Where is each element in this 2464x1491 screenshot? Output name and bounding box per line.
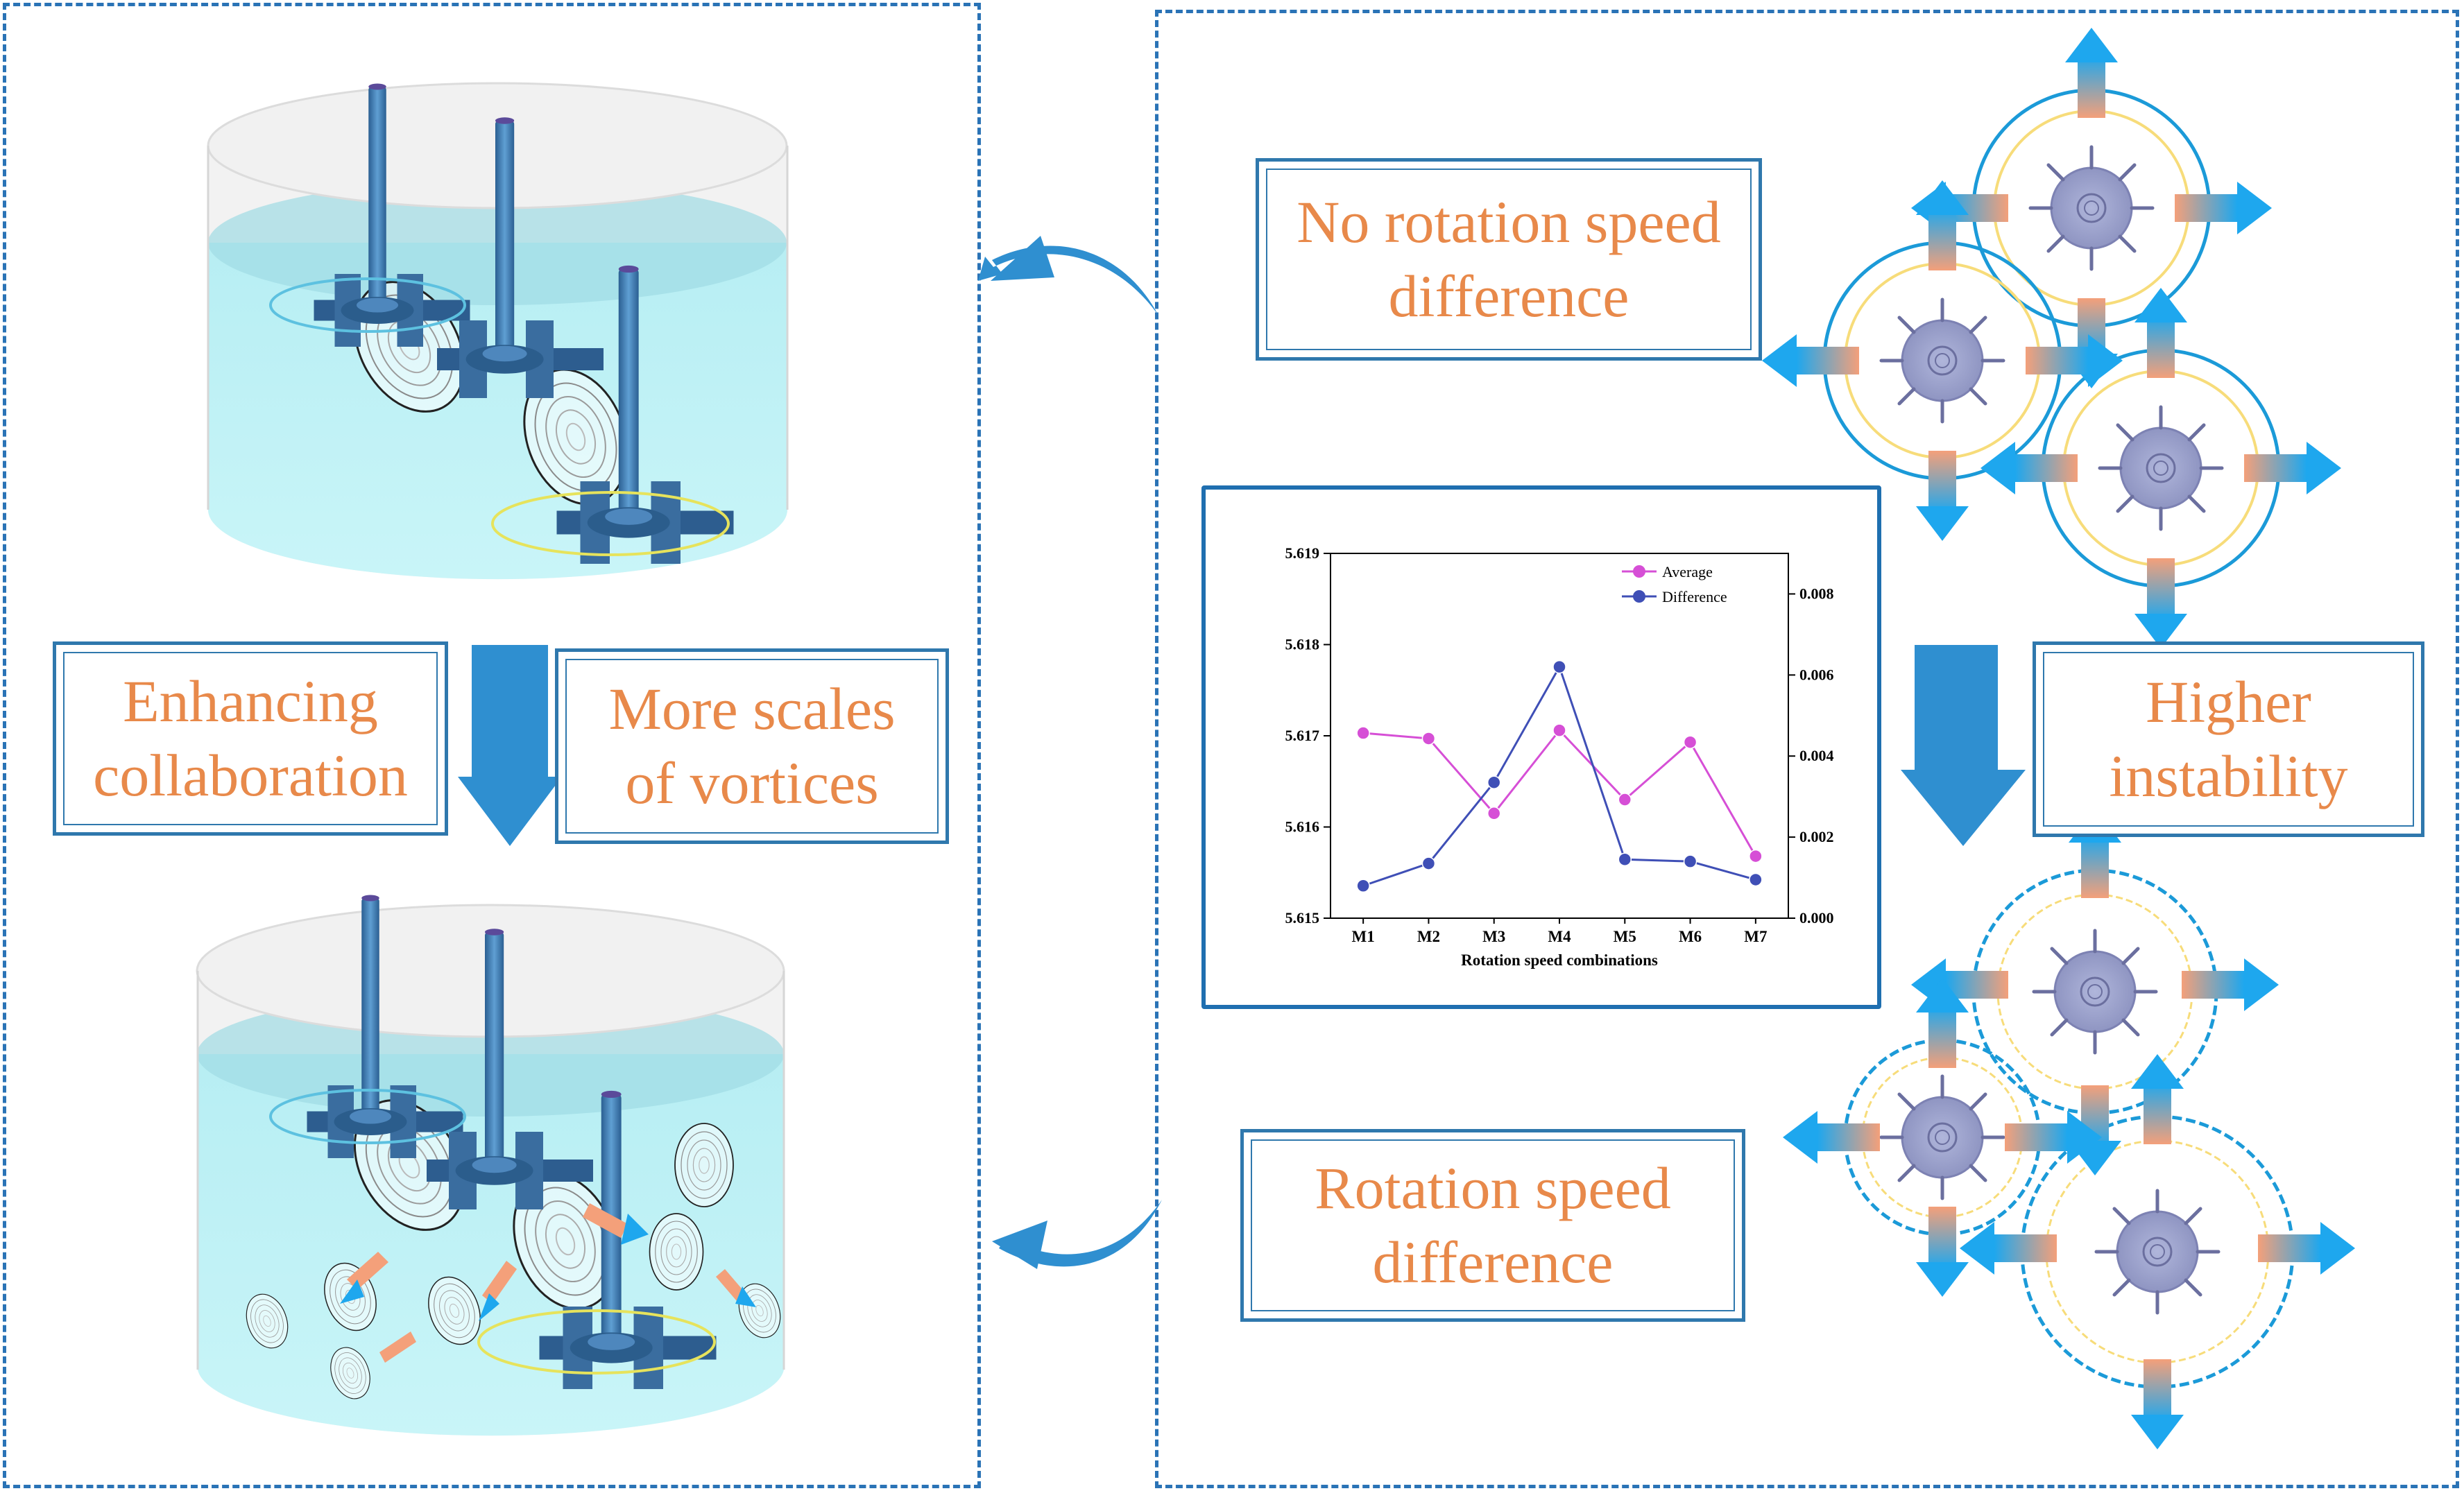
legend-marker (1633, 565, 1645, 578)
enhancing-collaboration-text: Enhancing collaboration (93, 667, 408, 809)
x-axis-title: Rotation speed combinations (1461, 951, 1658, 969)
more-scales-box: More scales of vortices (555, 648, 949, 844)
data-point-average (1618, 793, 1632, 807)
data-point-difference (1749, 872, 1763, 887)
more-scales-text: More scales of vortices (608, 675, 896, 817)
data-point-average (1421, 732, 1436, 746)
right-tick-label: 0.006 (1799, 666, 1834, 683)
left-tick-label: 5.618 (1285, 636, 1320, 653)
series-line-difference (1362, 664, 1756, 887)
data-point-average (1683, 735, 1697, 749)
enhancing-collaboration-box: Enhancing collaboration (53, 641, 448, 836)
data-point-average (1552, 723, 1566, 737)
x-tick-label: M1 (1352, 928, 1375, 945)
unstable-vortex-diagram (1783, 808, 2355, 1449)
speed-difference-text: Rotation speed difference (1315, 1154, 1671, 1296)
down-arrow-left (458, 645, 562, 846)
left-panel-frame (3, 3, 981, 1488)
x-tick-label: M2 (1417, 928, 1440, 945)
data-point-difference (1356, 879, 1370, 893)
x-tick-label: M4 (1548, 928, 1571, 945)
higher-instability-box: Higher instability (2033, 641, 2424, 837)
data-point-average (1749, 849, 1763, 863)
x-tick-label: M5 (1614, 928, 1636, 945)
data-point-difference (1421, 856, 1436, 870)
legend-marker (1633, 590, 1645, 603)
x-tick-label: M7 (1744, 928, 1767, 945)
right-tick-label: 0.000 (1799, 909, 1834, 927)
curved-arrow-top (978, 245, 1158, 316)
no-speed-difference-box: No rotation speed difference (1256, 158, 1762, 361)
x-tick-label: M6 (1679, 928, 1702, 945)
higher-instability-text: Higher instability (2109, 668, 2348, 810)
data-point-difference (1618, 852, 1632, 867)
speed-difference-box: Rotation speed difference (1240, 1129, 1745, 1322)
left-tick-label: 5.619 (1285, 544, 1320, 562)
upper-tank-illustration (207, 82, 789, 580)
legend-label: Difference (1662, 588, 1727, 605)
x-tick-label: M3 (1482, 928, 1505, 945)
right-tick-label: 0.008 (1799, 585, 1834, 602)
legend-label: Average (1662, 563, 1713, 580)
data-point-difference (1487, 775, 1501, 789)
left-tick-label: 5.616 (1285, 818, 1320, 836)
right-panel-frame (1155, 10, 2459, 1488)
data-point-difference (1552, 660, 1566, 674)
chart-frame: 5.615 5.616 5.617 5.618 5.619 0.000 0.002 0.004… (1201, 485, 1881, 1009)
series-line-average (1363, 728, 1757, 857)
down-arrow-right (1901, 645, 2026, 846)
line-chart: 5.615 5.616 5.617 5.618 5.619 0.000 0.002 0.004… (1285, 544, 1834, 969)
data-point-average (1487, 807, 1501, 820)
left-tick-label: 5.615 (1285, 909, 1320, 927)
right-tick-label: 0.004 (1799, 747, 1834, 764)
data-point-difference (1683, 854, 1697, 868)
stable-vortex-diagram (1762, 28, 2341, 648)
right-tick-label: 0.002 (1799, 828, 1834, 845)
data-point-average (1356, 726, 1370, 740)
left-tick-label: 5.617 (1285, 727, 1320, 744)
lower-tank-illustration (196, 895, 788, 1436)
no-speed-difference-text: No rotation speed difference (1297, 188, 1721, 330)
